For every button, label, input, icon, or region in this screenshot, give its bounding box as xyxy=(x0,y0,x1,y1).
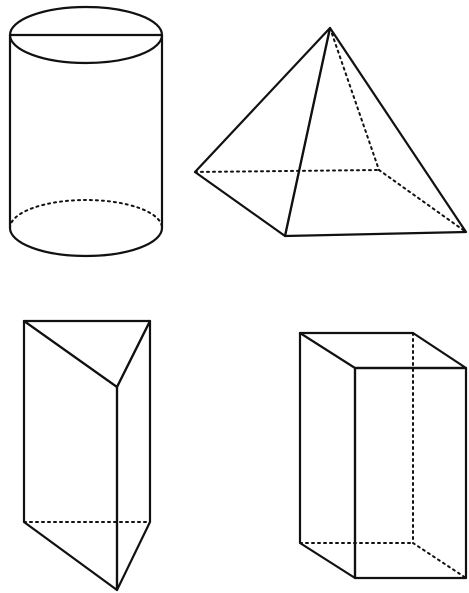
pyramid-hidden-edge xyxy=(378,169,467,233)
box-front-face xyxy=(353,366,468,580)
prism-top-face xyxy=(22,319,152,389)
pyramid-left-face xyxy=(193,26,332,238)
cylinder xyxy=(8,5,164,258)
box-top-face xyxy=(298,331,468,370)
pyramid-hidden-edge xyxy=(194,169,380,173)
cylinder-hidden-base-edge xyxy=(9,199,163,229)
box-left-face xyxy=(298,331,357,580)
cylinder-top-face xyxy=(8,5,164,65)
pyramid-front-face xyxy=(283,26,468,238)
prism-right-face xyxy=(115,319,152,592)
box-hidden-edge xyxy=(412,542,467,579)
triangular-prism xyxy=(22,319,152,592)
rectangular-prism xyxy=(298,331,468,580)
cylinder-body xyxy=(8,33,164,258)
square-pyramid xyxy=(193,26,468,238)
pyramid-hidden-edge xyxy=(329,27,380,171)
prism-left-face xyxy=(22,319,119,592)
